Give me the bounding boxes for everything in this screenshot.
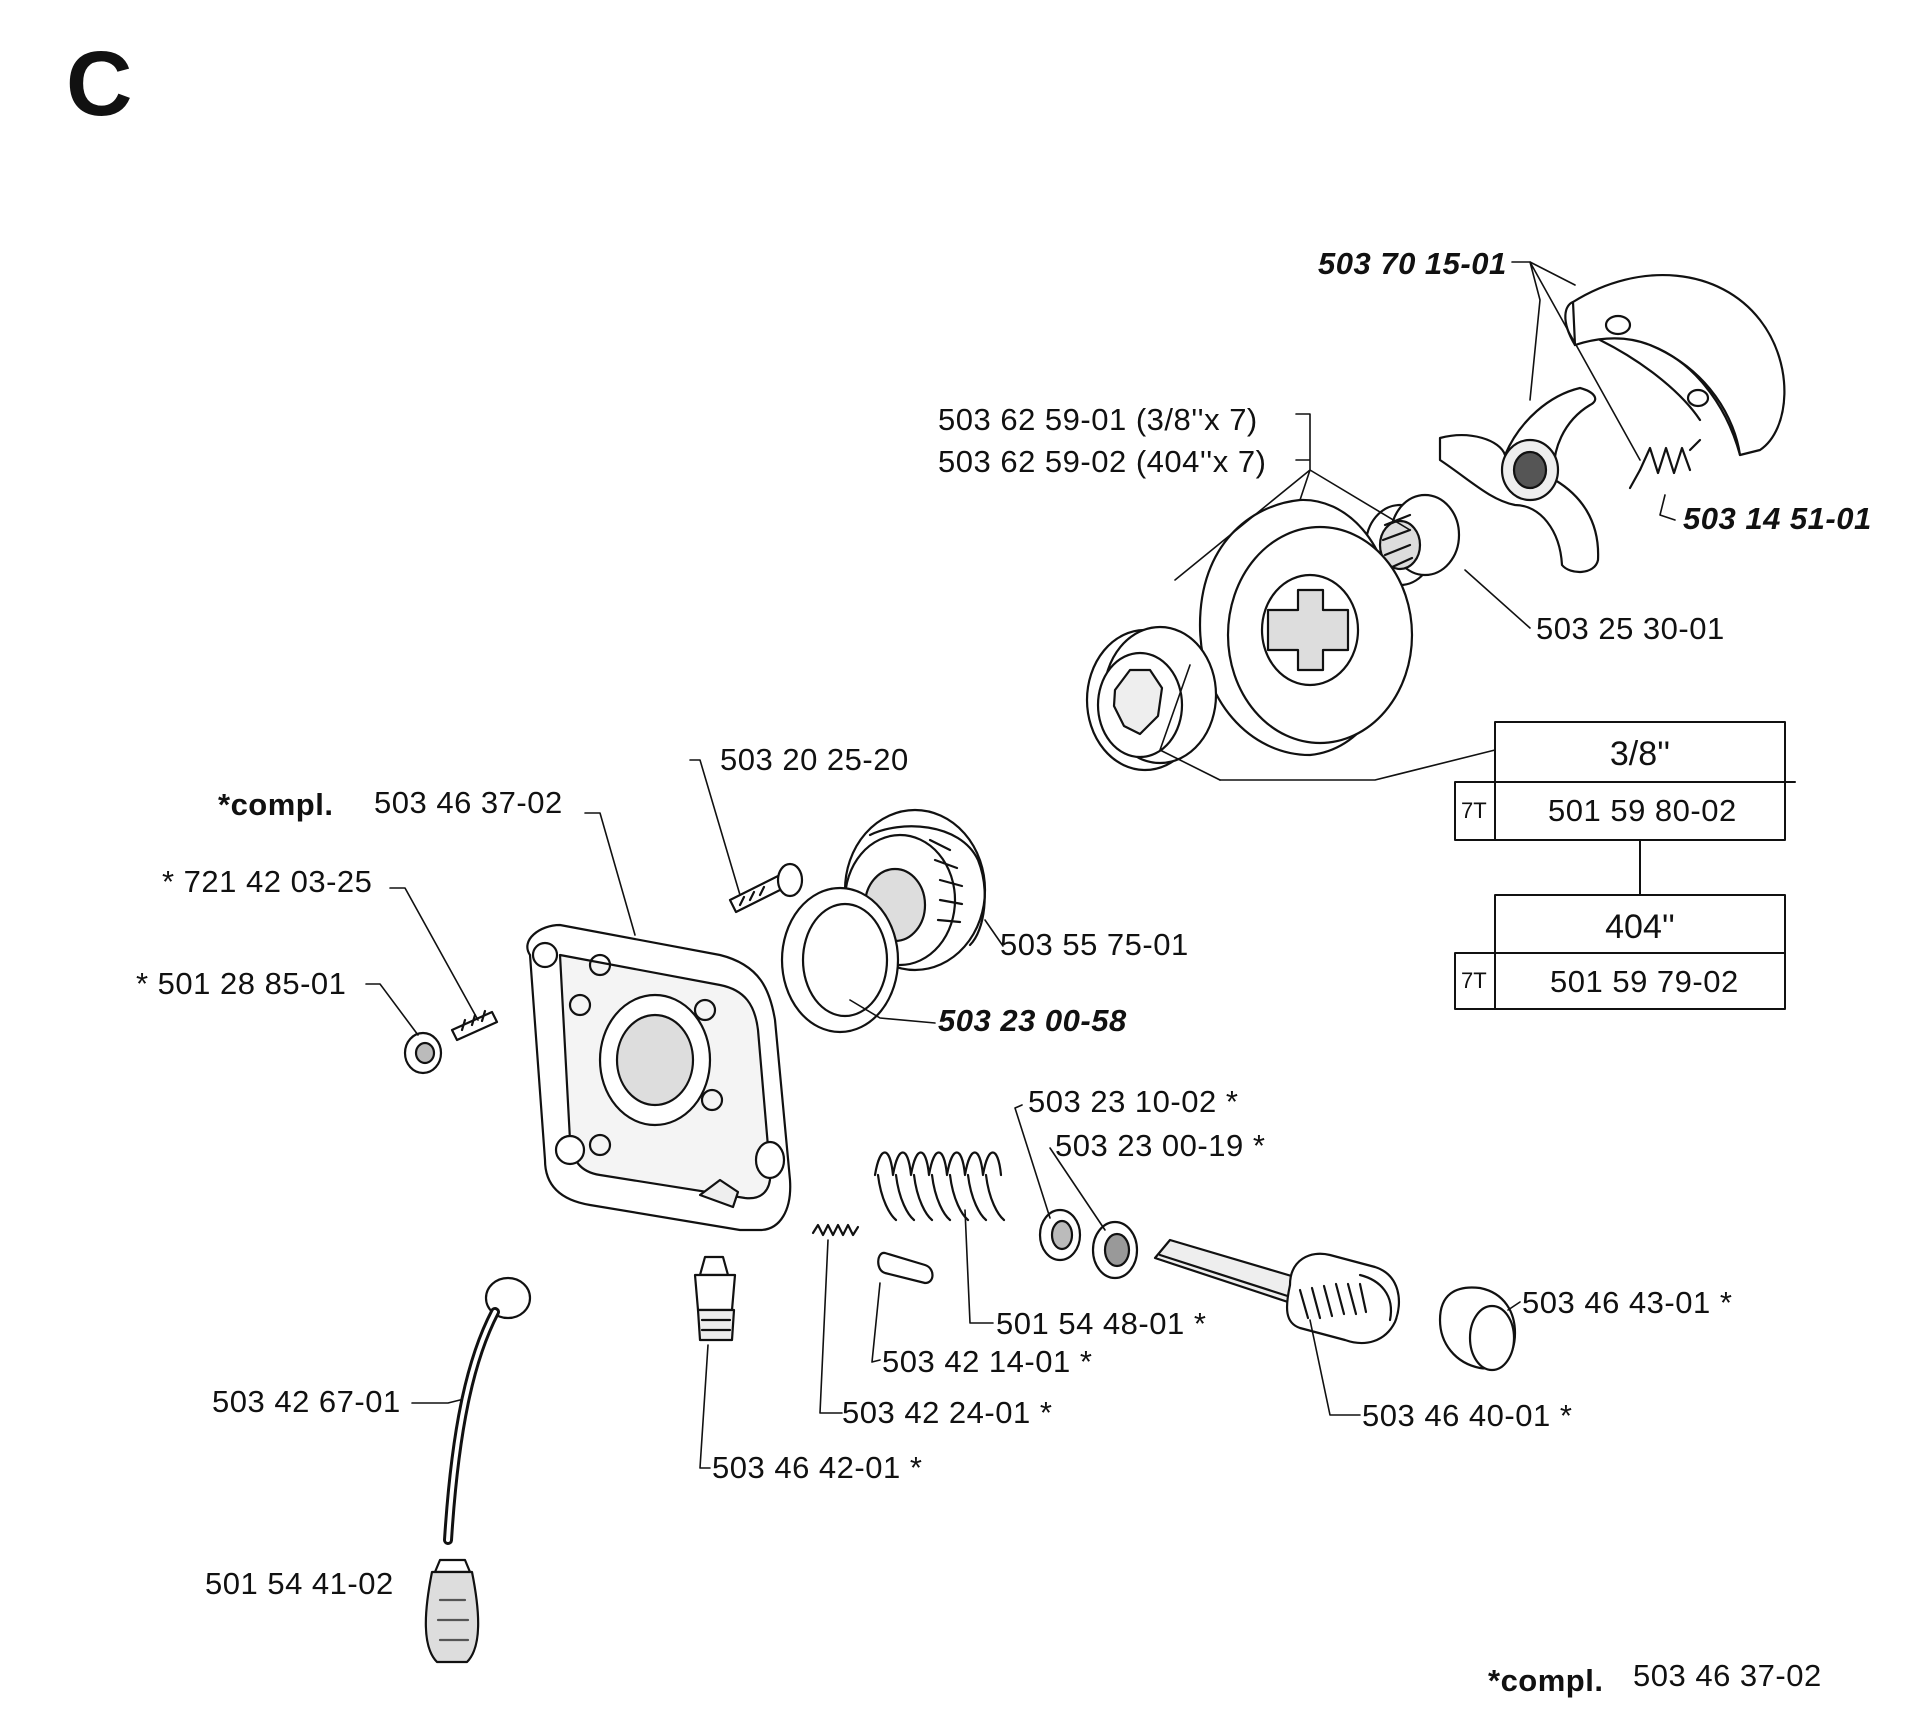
label-oil-hose: 503 42 67-01 (212, 1384, 401, 1419)
screw-part (728, 862, 804, 914)
label-washer-a: 503 23 10-02 * (1028, 1084, 1239, 1119)
label-needle-bearing: 503 25 30-01 (1536, 611, 1725, 646)
clutch-drum-part (1198, 498, 1414, 757)
leader-lines (365, 261, 1676, 1469)
rim-sprocket-part (1085, 625, 1218, 772)
label-oil-pump-compl-number: 503 46 37-02 (374, 785, 563, 820)
label-pin: * 721 42 03-25 (162, 864, 373, 899)
footer-compl-prefix: *compl. (1488, 1663, 1604, 1698)
section-letter: C (66, 33, 133, 135)
label-washer: 503 23 00-58 (938, 1003, 1127, 1038)
table-pitch-38: 3/8'' (1609, 735, 1671, 773)
plug-part (403, 1031, 443, 1075)
small-spring-part (811, 1223, 860, 1237)
pin-part (450, 1009, 499, 1042)
clutch-spring-part (1628, 438, 1702, 490)
washer-a-part (1038, 1208, 1082, 1262)
filter-part (424, 1558, 480, 1664)
table-code-38: 7T (1461, 798, 1487, 823)
label-plug: * 501 28 85-01 (136, 966, 347, 1001)
table-part-404: 501 59 79-02 (1550, 964, 1739, 999)
label-drum-38: 503 62 59-01 (3/8''x 7) (938, 402, 1258, 437)
cap-part (1438, 1286, 1517, 1372)
label-spring: 501 54 48-01 * (996, 1306, 1207, 1341)
label-clutch-spring: 503 14 51-01 (1683, 501, 1872, 536)
label-pump-piston: 503 46 40-01 * (1362, 1398, 1573, 1433)
label-clutch-shoes: 503 70 15-01 (1318, 246, 1507, 281)
washer-b-part (1091, 1220, 1139, 1280)
label-plunger: 503 42 14-01 * (882, 1344, 1093, 1379)
clutch-shoe-part (1564, 273, 1786, 457)
footer-compl-number: 503 46 37-02 (1633, 1658, 1822, 1693)
label-worm-gear: 503 55 75-01 (1000, 927, 1189, 962)
label-washer-b: 503 23 00-19 * (1055, 1128, 1266, 1163)
pump-piston-part (1153, 1238, 1401, 1344)
table-code-404: 7T (1461, 968, 1487, 993)
table-pitch-404: 404'' (1605, 908, 1675, 946)
plunger-part (877, 1251, 934, 1285)
table-part-38: 501 59 80-02 (1548, 793, 1737, 828)
oil-hose-part (443, 1276, 532, 1545)
spring-part (873, 1151, 1006, 1222)
sprocket-table-frame (1454, 721, 1796, 1010)
label-oil-pump-compl-prefix: *compl. (218, 787, 334, 822)
nipple-part (693, 1255, 737, 1342)
label-filter: 501 54 41-02 (205, 1566, 394, 1601)
oil-pump-housing-part (526, 923, 792, 1232)
label-nipple: 503 46 42-01 * (712, 1450, 923, 1485)
label-drum-404: 503 62 59-02 (404''x 7) (938, 444, 1267, 479)
clutch-hub-part (1438, 386, 1600, 573)
label-small-spring: 503 42 24-01 * (842, 1395, 1053, 1430)
label-cap: 503 46 43-01 * (1522, 1285, 1733, 1320)
washer-part (780, 886, 900, 1034)
label-screw: 503 20 25-20 (720, 742, 909, 777)
